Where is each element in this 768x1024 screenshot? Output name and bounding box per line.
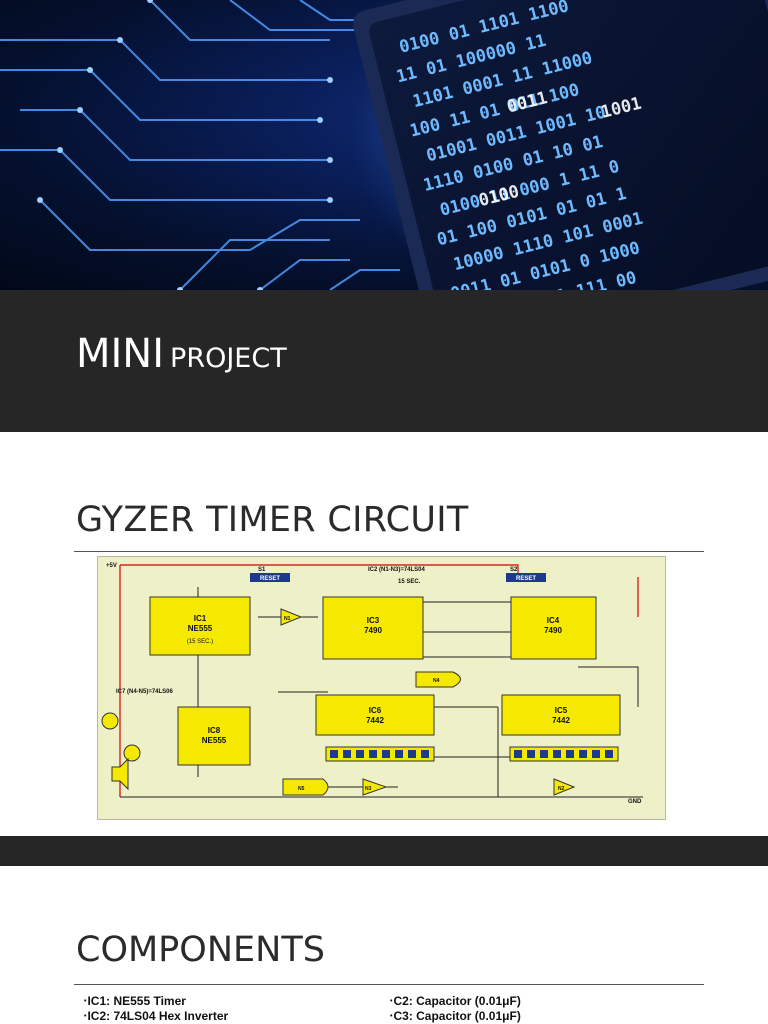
ic8-part: NE555	[202, 736, 227, 745]
list-item: IC1: NE555 Timer	[84, 994, 228, 1009]
heading-divider	[74, 551, 704, 552]
ic6-name: IC6	[369, 706, 382, 715]
components-list-left: IC1: NE555 Timer IC2: 74LS04 Hex Inverte…	[84, 994, 228, 1024]
gate-n5: N5	[298, 786, 305, 792]
gnd-label: GND	[628, 799, 642, 805]
list-item: IC2: 74LS04 Hex Inverter	[84, 1009, 228, 1024]
circuit-heading: GYZER TIMER CIRCUIT	[76, 500, 469, 540]
switch-s2: S2	[510, 567, 518, 573]
circuit-diagram: IC1 NE555 (15 SEC.) IC3 7490 IC4 7490 IC…	[97, 556, 666, 820]
vcc-label: +5V	[106, 563, 117, 569]
ic7-note: IC7 (N4-N5)=74LS06	[116, 689, 174, 695]
gate-n3: N3	[365, 786, 372, 792]
ic4-part: 7490	[544, 626, 562, 635]
reset-button-1: RESET	[260, 576, 280, 582]
ic1-name: IC1	[194, 614, 207, 623]
ic8-name: IC8	[208, 726, 221, 735]
ic5-name: IC5	[555, 706, 568, 715]
reset-button-2: RESET	[516, 576, 536, 582]
slide-separator	[0, 836, 768, 866]
gate-n2: N2	[558, 786, 565, 792]
ic5-part: 7442	[552, 716, 570, 725]
ic4-name: IC4	[547, 616, 560, 625]
title-sub: PROJECT	[170, 343, 287, 374]
gate-n1: N1	[284, 616, 291, 622]
ic1-part: NE555	[188, 624, 213, 633]
sec-note: 15 SEC.	[398, 579, 421, 585]
components-divider	[74, 984, 704, 985]
switch-s1: S1	[258, 567, 266, 573]
title-main: MINI	[76, 331, 165, 377]
list-item: C2: Capacitor (0.01μF)	[390, 994, 520, 1009]
components-list-right: C2: Capacitor (0.01μF) C3: Capacitor (0.…	[390, 994, 520, 1024]
ic2-note: IC2 (N1-N3)=74LS04	[368, 567, 426, 573]
ic3-name: IC3	[367, 616, 380, 625]
gate-n4: N4	[433, 678, 440, 684]
ic3-part: 7490	[364, 626, 382, 635]
schematic: IC1 NE555 (15 SEC.) IC3 7490 IC4 7490 IC…	[101, 563, 643, 805]
ic6-part: 7442	[366, 716, 384, 725]
list-item: C3: Capacitor (0.01μF)	[390, 1009, 520, 1024]
circuit-board-image: 0100 01 1101 1100 11 01 100000 11 1101 0…	[0, 0, 768, 290]
binary-chip-image: 0100 01 1101 1100 11 01 100000 11 1101 0…	[0, 0, 768, 290]
components-heading: COMPONENTS	[76, 930, 325, 970]
title-band	[0, 290, 768, 432]
speaker-icon	[111, 757, 129, 791]
ic1-note: (15 SEC.)	[187, 639, 213, 645]
